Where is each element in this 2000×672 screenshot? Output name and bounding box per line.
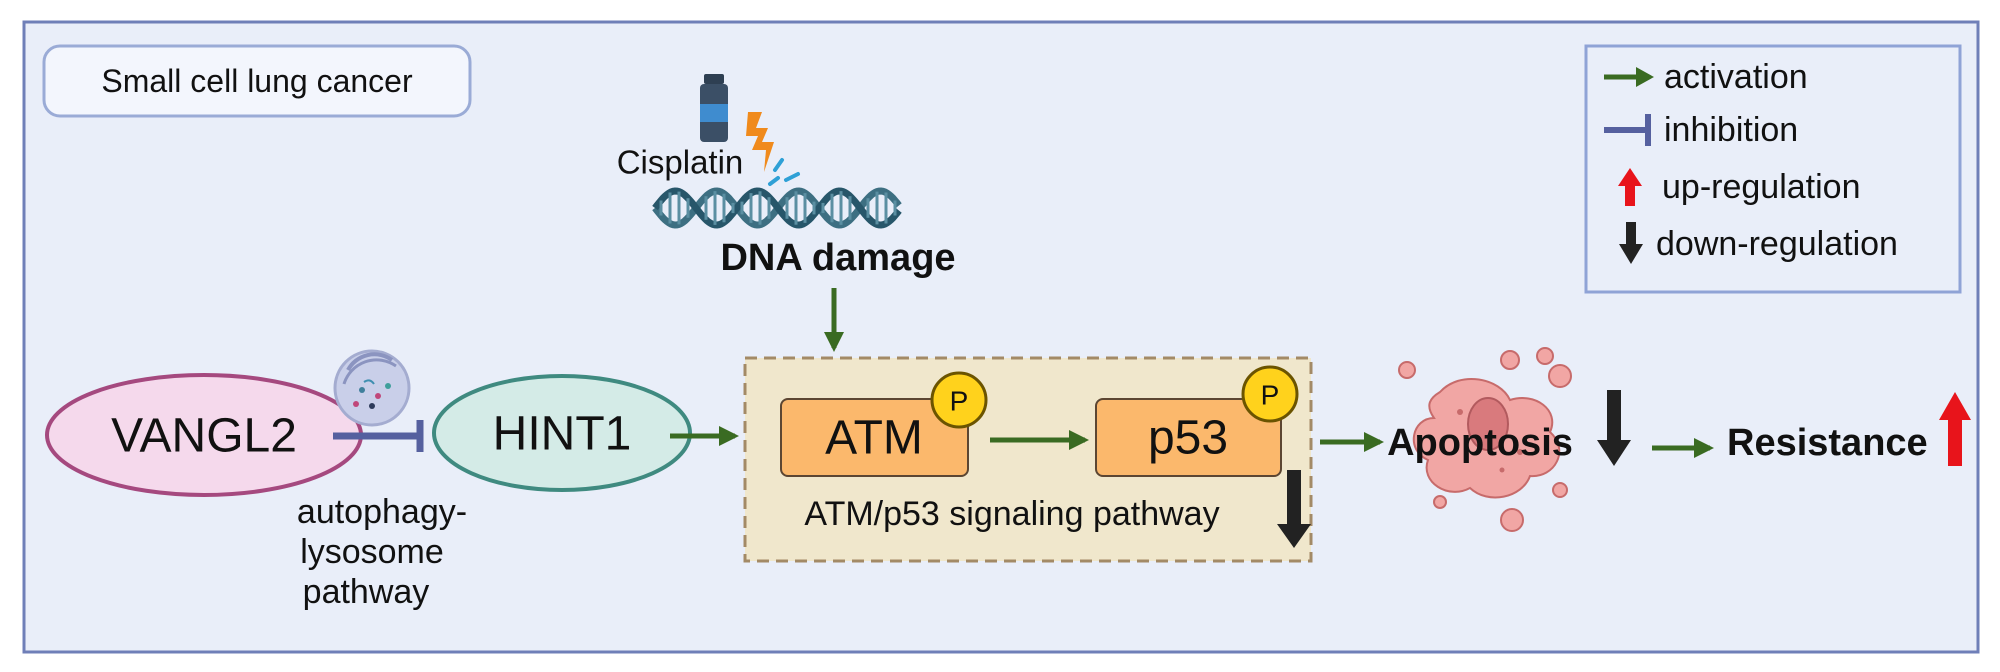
legend-label-up-regulation: up-regulation [1662,168,1860,206]
legend-item-up-regulation: up-regulation [1618,168,1860,206]
legend-item-activation: activation [1604,58,1808,96]
legend-item-inhibition: inhibition [1604,111,1798,149]
resistance-up-arrow-icon [1939,392,1971,466]
autophagy-label-line3: pathway [303,573,430,611]
vangl2-label: VANGL2 [111,410,297,463]
p53-label: p53 [1148,412,1228,465]
pathway-label: ATM/p53 signaling pathway [804,495,1219,533]
up-arrow-icon [1618,168,1642,206]
down-arrow-icon [1619,222,1643,264]
lysosome-icon [333,349,411,427]
apoptosis-down-arrow-icon [1597,390,1631,466]
resistance-label: Resistance [1727,422,1928,464]
hint1-label: HINT1 [493,408,632,461]
atm-node: ATM P [780,371,988,477]
dna-damage-label: DNA damage [720,237,955,279]
cisplatin-label: Cisplatin [617,144,744,181]
legend: activation inhibition up-regulation down… [1584,44,1962,294]
atm-label: ATM [825,412,923,465]
lightning-icon [746,112,774,172]
spark-icon [768,158,800,186]
context-label-text: Small cell lung cancer [101,63,413,99]
p53-phospho-label: P [1261,380,1280,411]
p53-phosphorylation-badge [1241,365,1299,423]
vangl2-node: VANGL2 [45,373,363,497]
legend-label-down-regulation: down-regulation [1656,225,1898,263]
legend-label-inhibition: inhibition [1664,111,1798,149]
apoptosis-label: Apoptosis [1387,422,1573,464]
context-label-box [42,44,472,118]
legend-box [1584,44,1962,294]
autophagy-label-line2: lysosome [300,533,444,571]
atm-phosphorylation-badge [930,371,988,429]
hint1-node: HINT1 [432,374,692,492]
apoptotic-cell-icon [1398,347,1572,532]
legend-item-down-regulation: down-regulation [1619,222,1898,264]
atm-phospho-label: P [950,386,969,417]
p53-node: p53 P [1095,365,1299,477]
dna-helix-icon [652,187,902,229]
legend-label-activation: activation [1664,58,1808,96]
activation-arrowhead-icon [1636,67,1654,87]
pathway-down-arrow-icon [1277,470,1311,548]
autophagy-label-line1: autophagy- [297,493,467,531]
cisplatin-vial-icon [700,74,728,142]
context-label: Small cell lung cancer [42,44,472,118]
